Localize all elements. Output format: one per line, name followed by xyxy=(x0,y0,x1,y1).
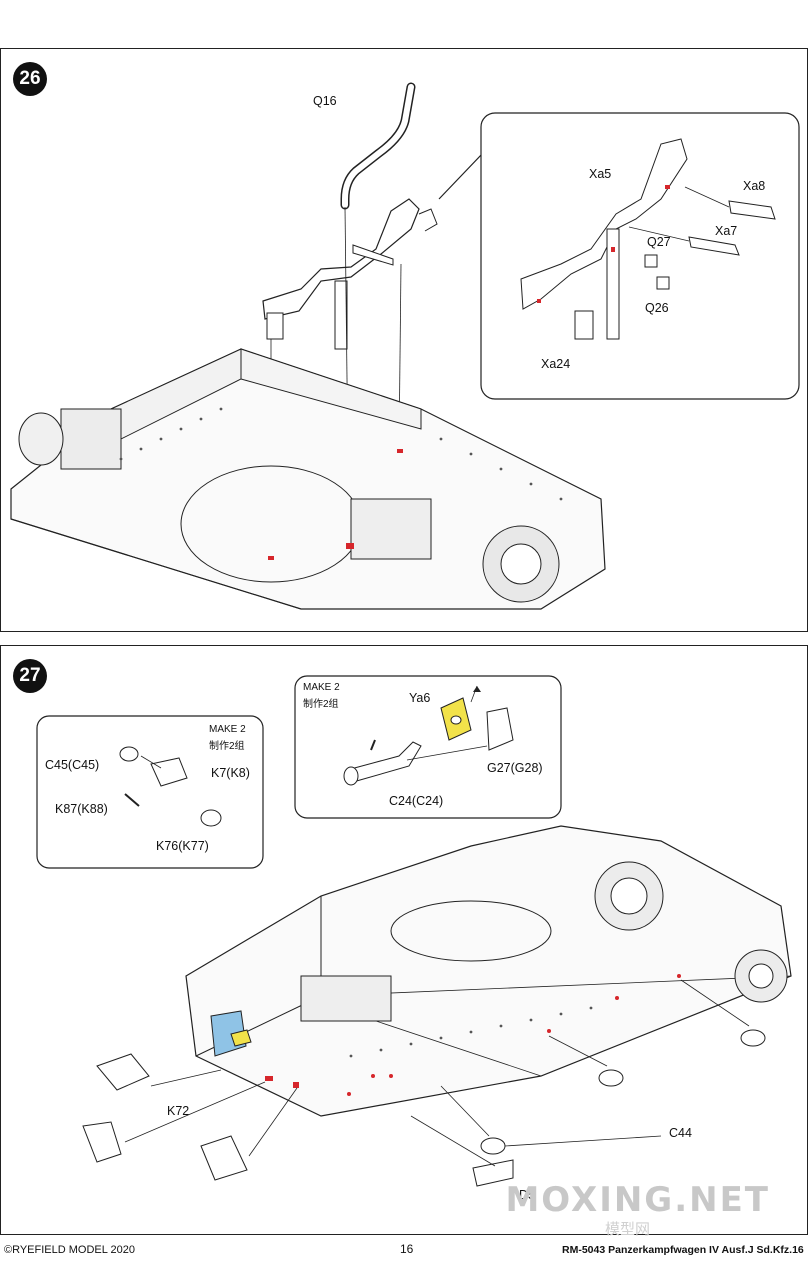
part-label-k87: K87(K88) xyxy=(55,802,108,816)
part-label-c24: C24(C24) xyxy=(389,794,444,808)
watermark-subtext: 模型网 xyxy=(604,1220,650,1238)
inset-left-make-en: MAKE 2 xyxy=(209,724,246,735)
part-label-xa8: Xa8 xyxy=(743,179,766,193)
inset-right-make-en: MAKE 2 xyxy=(303,682,340,693)
part-label-d5: D5 xyxy=(519,1188,535,1202)
step-27-badge: 27 xyxy=(13,659,47,693)
step-26-illustration xyxy=(10,82,800,610)
part-label-xa24: Xa24 xyxy=(541,357,571,371)
footer-page-number: 16 xyxy=(400,1242,414,1256)
inset-right-make-cn: 制作2组 xyxy=(303,699,339,710)
step-27-panel: 27 xyxy=(0,645,808,1235)
step-26-badge: 26 xyxy=(13,62,47,96)
inset-left-make-cn: 制作2组 xyxy=(209,741,245,752)
part-label-ya6: Ya6 xyxy=(409,691,431,705)
part-label-k72: K72 xyxy=(167,1104,190,1118)
footer-copyright: ©RYEFIELD MODEL 2020 xyxy=(4,1244,135,1256)
part-label-g27: G27(G28) xyxy=(487,761,543,775)
part-label-xa5: Xa5 xyxy=(589,167,612,181)
step-27-illustration xyxy=(36,675,792,1187)
watermark-text: MOXING.NET xyxy=(505,1180,770,1220)
part-label-k7: K7(K8) xyxy=(211,766,250,780)
part-label-xa7: Xa7 xyxy=(715,224,738,238)
step-26-panel: 26 xyxy=(0,48,808,632)
part-label-q26: Q26 xyxy=(645,301,669,315)
part-label-c45: C45(C45) xyxy=(45,758,100,772)
part-label-q27: Q27 xyxy=(647,235,671,249)
part-label-c44: C44 xyxy=(669,1126,692,1140)
footer-model-title: RM-5043 Panzerkampfwagen IV Ausf.J Sd.Kf… xyxy=(562,1244,804,1256)
part-label-k76: K76(K77) xyxy=(156,839,209,853)
part-label-q16: Q16 xyxy=(313,94,337,108)
